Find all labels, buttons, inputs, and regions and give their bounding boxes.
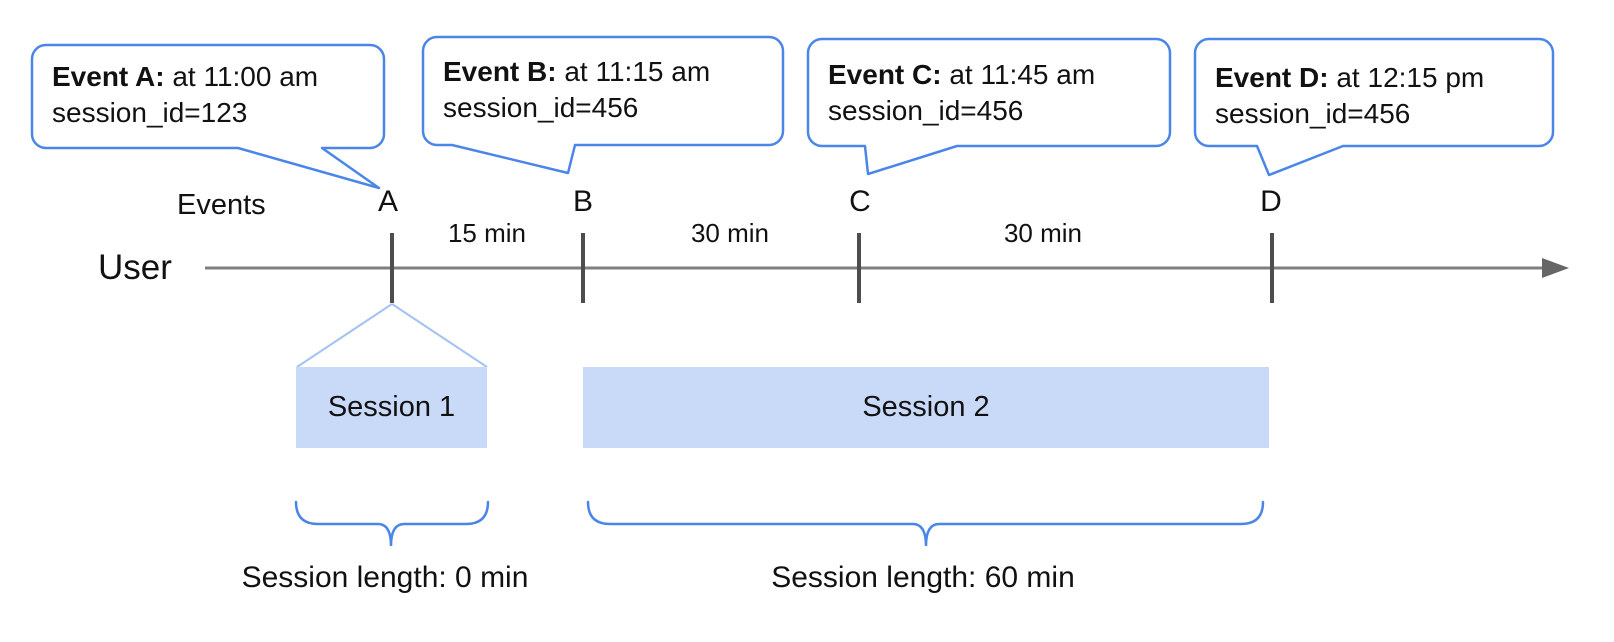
event-letter-c: C: [849, 185, 871, 218]
callout-d-text: Event D: at 12:15 pm session_id=456: [1215, 60, 1484, 132]
funnel-line-left: [296, 303, 393, 368]
session2-label: Session 2: [862, 391, 990, 423]
callout-a-title: Event A:: [52, 61, 165, 92]
callout-b-title: Event B:: [443, 56, 557, 87]
timeline-arrowhead: [1542, 258, 1569, 278]
callout-a-time: at 11:00 am: [172, 61, 319, 92]
interval-b-c-label: 30 min: [690, 218, 770, 248]
interval-c-d-label: 30 min: [1003, 218, 1083, 248]
session1-box: Session 1: [296, 367, 487, 448]
callout-b-line1: Event B: at 11:15 am: [443, 54, 710, 90]
event-letter-d: D: [1260, 185, 1282, 218]
callout-d-title: Event D:: [1215, 62, 1329, 93]
callout-c-session-id: session_id=456: [828, 95, 1024, 126]
callout-c-line1: Event C: at 11:45 am: [828, 57, 1095, 93]
session2-box: Session 2: [583, 367, 1269, 448]
callout-b-text: Event B: at 11:15 am session_id=456: [443, 54, 710, 126]
session1-brace: [294, 500, 490, 547]
callout-c-text: Event C: at 11:45 am session_id=456: [828, 57, 1095, 129]
callout-d-time: at 12:15 pm: [1336, 62, 1485, 93]
interval-a-b-label: 15 min: [447, 218, 527, 248]
session1-length-label: Session length: 0 min: [241, 561, 529, 594]
events-axis-label: Events: [177, 189, 266, 221]
session2-length-label: Session length: 60 min: [771, 561, 1075, 594]
event-letter-b: B: [572, 185, 594, 218]
user-axis-label: User: [98, 248, 172, 287]
callout-c-time: at 11:45 am: [949, 59, 1096, 90]
callout-d-session-id: session_id=456: [1215, 98, 1411, 129]
callout-a-session-id: session_id=123: [52, 97, 248, 128]
callout-a-text: Event A: at 11:00 am session_id=123: [52, 59, 318, 131]
callout-a-line1: Event A: at 11:00 am: [52, 59, 318, 95]
callout-b-time: at 11:15 am: [564, 56, 711, 87]
callout-b-session-id: session_id=456: [443, 92, 639, 123]
callout-c-title: Event C:: [828, 59, 942, 90]
session2-brace: [586, 500, 1265, 547]
session1-label: Session 1: [327, 391, 456, 423]
callout-d-line1: Event D: at 12:15 pm: [1215, 60, 1484, 96]
event-letter-a: A: [377, 185, 399, 218]
funnel-line-right: [391, 303, 488, 368]
